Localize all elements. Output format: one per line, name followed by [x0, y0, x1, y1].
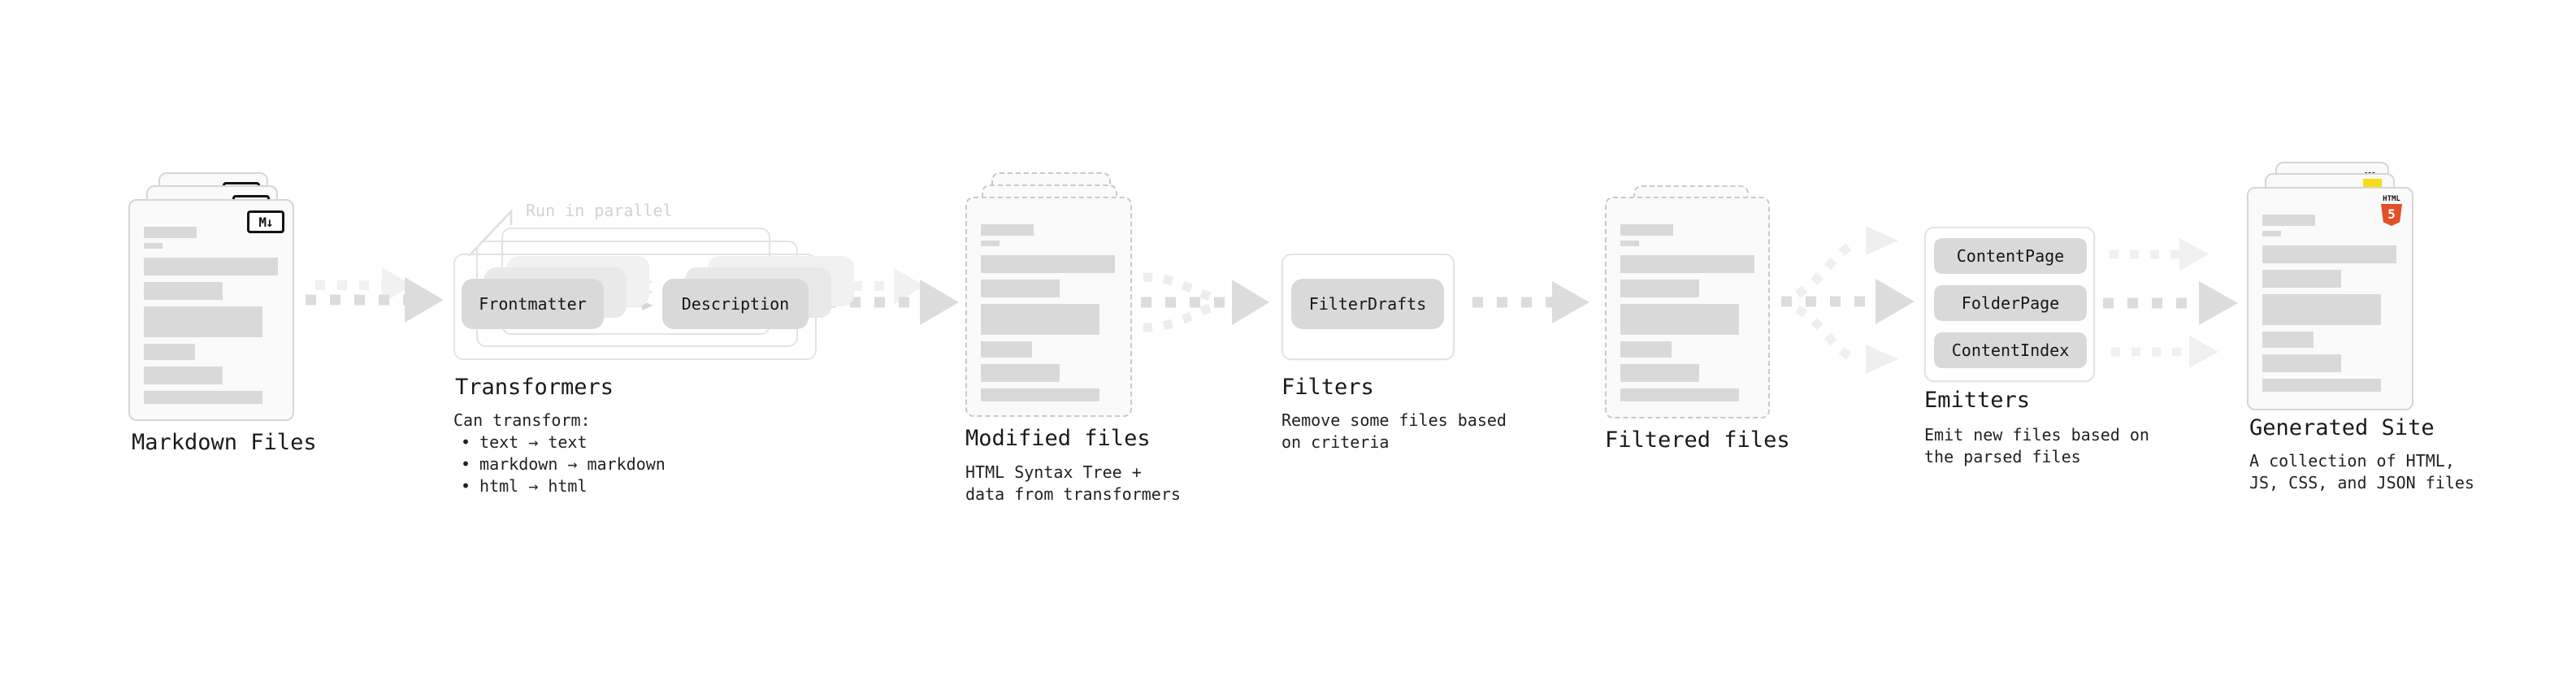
flow-arrow-filtered-to-emitters: [1781, 226, 1915, 374]
filterdrafts-label: FilterDrafts: [1308, 294, 1427, 314]
placeholder-line: [2262, 332, 2314, 348]
placeholder-line: [2262, 294, 2381, 325]
bullet-text: html → html: [479, 476, 588, 496]
document-placeholder-lines: [2262, 215, 2396, 392]
desc-line: Remove some files based: [1281, 410, 1507, 430]
transform-bullet: • markdown → markdown: [453, 453, 666, 475]
bullet-text: text → text: [479, 432, 588, 452]
placeholder-line: [144, 391, 262, 404]
description-transformer-box: Description: [662, 279, 809, 329]
html5-icon: HTML 5: [2381, 195, 2402, 226]
contentpage-label: ContentPage: [1956, 246, 2065, 266]
markdown-file-card-front: M↓: [128, 199, 294, 421]
flow-arrow-emitters-to-generated: [2103, 238, 2238, 368]
placeholder-line: [981, 341, 1032, 358]
placeholder-line: [981, 304, 1099, 335]
placeholder-line: [144, 258, 278, 275]
markdown-icon-label: M↓: [258, 214, 273, 230]
placeholder-line: [2262, 270, 2341, 288]
transformers-label: Transformers: [455, 375, 614, 400]
filtered-file-card-front: [1605, 197, 1770, 419]
transformers-description: Can transform: • text → text • markdown → …: [453, 410, 666, 497]
generated-site-label: Generated Site: [2249, 415, 2435, 440]
desc-line: data from transformers: [965, 484, 1181, 504]
placeholder-line: [1620, 341, 1672, 358]
placeholder-line: [1620, 280, 1699, 297]
placeholder-line: [981, 364, 1060, 382]
placeholder-line: [2262, 379, 2381, 392]
markdown-icon: M↓: [247, 210, 284, 233]
markdown-files-label: Markdown Files: [132, 430, 317, 455]
desc-line: on criteria: [1281, 432, 1390, 452]
folderpage-emitter-box: FolderPage: [1934, 285, 2087, 321]
bullet-glyph: •: [461, 454, 471, 474]
document-placeholder-lines: [981, 224, 1115, 401]
placeholder-line: [1620, 241, 1639, 246]
modified-file-card-front: [965, 197, 1132, 417]
placeholder-line: [144, 306, 262, 337]
placeholder-line: [981, 224, 1034, 236]
generated-site-description: A collection of HTML, JS, CSS, and JSON …: [2249, 450, 2474, 494]
frontmatter-transformer-box: Frontmatter: [462, 279, 604, 329]
description-label: Description: [681, 294, 790, 314]
placeholder-line: [1620, 388, 1739, 401]
placeholder-line: [981, 280, 1060, 297]
placeholder-line: [2262, 354, 2341, 372]
transform-bullet: • html → html: [453, 475, 666, 497]
generated-file-card-html: HTML 5: [2247, 187, 2413, 410]
placeholder-line: [144, 282, 223, 300]
run-in-parallel-note: Run in parallel: [526, 201, 673, 220]
desc-line: the parsed files: [1924, 447, 2081, 466]
flow-arrow-filters-to-filtered: [1472, 281, 1589, 323]
frontmatter-label: Frontmatter: [479, 294, 587, 314]
flow-arrow-modified-to-filters: [1141, 272, 1269, 332]
filtered-files-label: Filtered files: [1605, 427, 1790, 453]
placeholder-line: [1620, 304, 1739, 335]
bullet-text: markdown → markdown: [479, 454, 666, 474]
placeholder-line: [981, 388, 1099, 401]
document-placeholder-lines: [1620, 224, 1754, 401]
filters-label: Filters: [1281, 375, 1374, 400]
contentindex-label: ContentIndex: [1951, 340, 2070, 360]
placeholder-line: [2262, 231, 2281, 236]
flow-arrow-transformers-to-modified: [826, 268, 959, 325]
placeholder-line: [1620, 224, 1673, 236]
placeholder-line: [2262, 245, 2396, 263]
filters-description: Remove some files based on criteria: [1281, 410, 1507, 453]
modified-files-label: Modified files: [965, 426, 1151, 451]
bullet-glyph: •: [461, 432, 471, 452]
js-icon: [2363, 179, 2382, 189]
desc-line: A collection of HTML,: [2249, 451, 2455, 471]
placeholder-line: [1620, 364, 1699, 382]
emitters-description: Emit new files based on the parsed files: [1924, 424, 2149, 468]
placeholder-line: [981, 241, 1000, 246]
folderpage-label: FolderPage: [1961, 293, 2060, 313]
emitters-label: Emitters: [1924, 388, 2031, 413]
modified-files-description: HTML Syntax Tree + data from transformer…: [965, 462, 1181, 505]
placeholder-line: [981, 255, 1115, 273]
can-transform-title: Can transform:: [453, 410, 591, 430]
bullet-glyph: •: [461, 476, 471, 496]
desc-line: HTML Syntax Tree +: [965, 462, 1142, 482]
document-placeholder-lines: [144, 227, 278, 404]
html5-icon-shield: 5: [2381, 204, 2402, 226]
placeholder-line: [144, 243, 163, 249]
placeholder-line: [144, 227, 197, 238]
placeholder-line: [144, 344, 195, 360]
contentpage-emitter-box: ContentPage: [1934, 238, 2087, 274]
desc-line: Emit new files based on: [1924, 425, 2149, 445]
placeholder-line: [144, 367, 223, 384]
transform-bullet: • text → text: [453, 432, 666, 453]
placeholder-line: [2262, 215, 2315, 226]
html5-icon-word: HTML: [2383, 195, 2400, 203]
filterdrafts-box: FilterDrafts: [1291, 279, 1444, 329]
flow-arrow-markdown-to-transformers: [306, 267, 444, 323]
desc-line: JS, CSS, and JSON files: [2249, 473, 2474, 492]
placeholder-line: [1620, 255, 1754, 273]
contentindex-emitter-box: ContentIndex: [1934, 332, 2087, 368]
